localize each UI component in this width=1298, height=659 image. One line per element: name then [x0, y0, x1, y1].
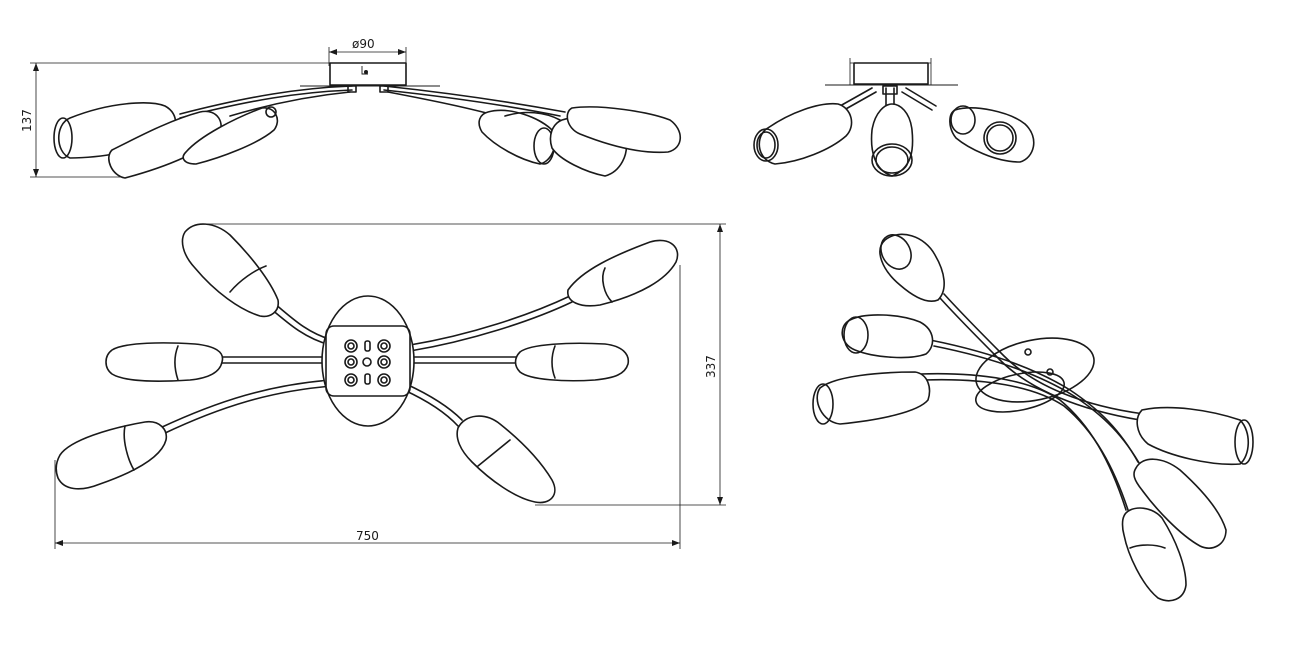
top-shade-mid-right	[514, 342, 630, 382]
perspective-view	[812, 233, 1254, 602]
persp-shade-4	[1136, 406, 1250, 466]
top-shade-upper-right	[567, 239, 679, 307]
persp-shade-2	[841, 314, 934, 359]
canopy-end	[853, 62, 929, 85]
persp-shade-3	[816, 371, 931, 425]
persp-shade-5	[1133, 458, 1227, 549]
height-dimension: 137	[20, 62, 330, 178]
diameter-dimension-label: ø90	[352, 37, 375, 51]
end-view	[753, 58, 1035, 177]
side-shade-6	[566, 106, 682, 154]
diameter-dimension: ø90	[328, 37, 407, 66]
persp-shade-6	[1121, 507, 1187, 602]
top-view: 337 750	[54, 223, 726, 549]
top-shade-upper-left	[181, 223, 280, 318]
end-shade-left	[758, 102, 853, 165]
side-shade-4	[478, 109, 556, 165]
persp-shade-1	[879, 233, 945, 302]
height-dimension-label: 137	[20, 109, 34, 132]
width-dimension-label: 750	[356, 529, 379, 543]
depth-dimension: 337	[200, 223, 726, 506]
canopy-top	[321, 295, 415, 427]
canopy-perspective	[975, 337, 1095, 403]
top-shade-lower-right	[456, 415, 556, 504]
width-dimension: 750	[54, 265, 681, 549]
depth-dimension-label: 337	[704, 355, 718, 378]
side-shade-3	[182, 107, 279, 165]
top-shade-lower-left	[55, 420, 168, 490]
side-view: 137 ø90	[20, 37, 682, 179]
top-shade-mid-left	[105, 342, 224, 382]
canopy-side	[329, 62, 407, 86]
end-shade-right	[949, 107, 1035, 163]
screw-cluster	[344, 339, 391, 387]
